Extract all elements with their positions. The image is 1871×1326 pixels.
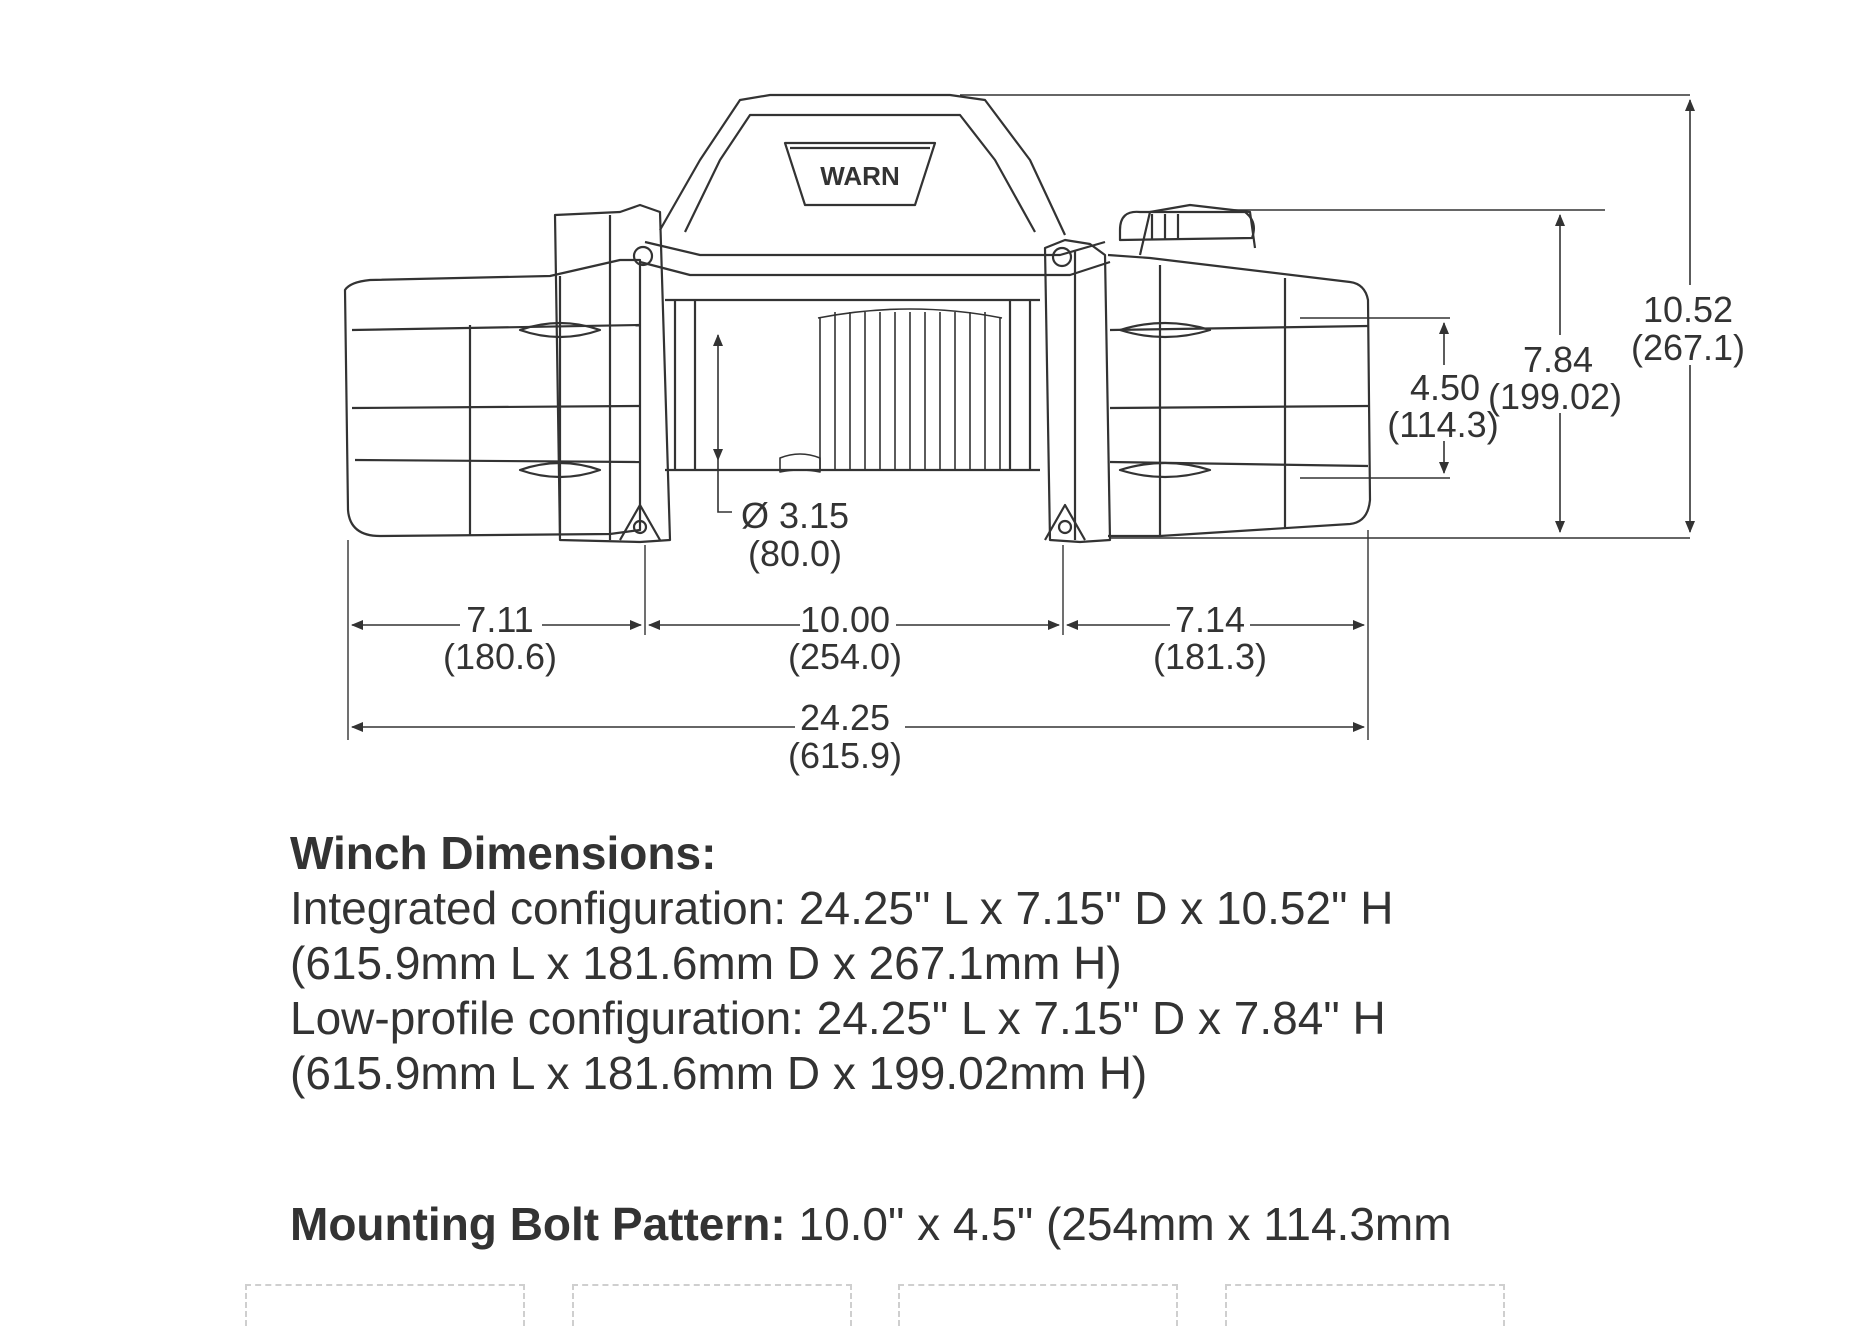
right-section-mm: (181.3) bbox=[1153, 636, 1267, 677]
integrated-config-imperial: Integrated configuration: 24.25" L x 7.1… bbox=[290, 882, 1394, 934]
winch-dimensions-heading: Winch Dimensions: bbox=[290, 827, 717, 879]
center-section-in: 10.00 bbox=[800, 599, 890, 640]
drum-diameter-in: Ø 3.15 bbox=[741, 495, 849, 536]
option-box-4[interactable] bbox=[1225, 1284, 1505, 1326]
mounting-bolt-pattern: Mounting Bolt Pattern: 10.0" x 4.5" (254… bbox=[290, 1196, 1452, 1252]
integrated-config-metric: (615.9mm L x 181.6mm D x 267.1mm H) bbox=[290, 937, 1122, 989]
bolt-depth-mm: (114.3) bbox=[1387, 404, 1498, 445]
height-integrated-in: 10.52 bbox=[1643, 289, 1733, 330]
warn-logo: WARN bbox=[820, 161, 899, 191]
overall-length-in: 24.25 bbox=[800, 697, 890, 738]
option-box-3[interactable] bbox=[898, 1284, 1178, 1326]
option-box-1[interactable] bbox=[245, 1284, 525, 1326]
mounting-bolt-pattern-value: 10.0" x 4.5" (254mm x 114.3mm bbox=[785, 1198, 1452, 1250]
winch-outline bbox=[343, 93, 1372, 544]
winch-dimensions-section: Winch Dimensions: Integrated configurati… bbox=[290, 825, 1790, 1101]
overall-length-mm: (615.9) bbox=[788, 735, 902, 776]
height-low-profile-mm: (199.02) bbox=[1488, 376, 1622, 417]
low-profile-config-imperial: Low-profile configuration: 24.25" L x 7.… bbox=[290, 992, 1386, 1044]
winch-dimension-drawing: WARN 10.52 (267.1) 7.84 bbox=[343, 93, 1746, 776]
height-integrated-mm: (267.1) bbox=[1631, 327, 1745, 368]
height-low-profile-in: 7.84 bbox=[1523, 339, 1593, 380]
dimension-labels: 10.52 (267.1) 7.84 (199.02) 4.50 (114.3)… bbox=[443, 289, 1745, 776]
bolt-depth-in: 4.50 bbox=[1410, 367, 1480, 408]
drum-diameter-mm: (80.0) bbox=[748, 533, 842, 574]
mounting-bolt-pattern-label: Mounting Bolt Pattern: bbox=[290, 1198, 786, 1250]
right-section-in: 7.14 bbox=[1175, 599, 1245, 640]
extension-lines bbox=[347, 94, 1690, 740]
left-section-in: 7.11 bbox=[466, 599, 533, 640]
center-section-mm: (254.0) bbox=[788, 636, 902, 677]
option-box-2[interactable] bbox=[572, 1284, 852, 1326]
left-section-mm: (180.6) bbox=[443, 636, 557, 677]
low-profile-config-metric: (615.9mm L x 181.6mm D x 199.02mm H) bbox=[290, 1047, 1148, 1099]
